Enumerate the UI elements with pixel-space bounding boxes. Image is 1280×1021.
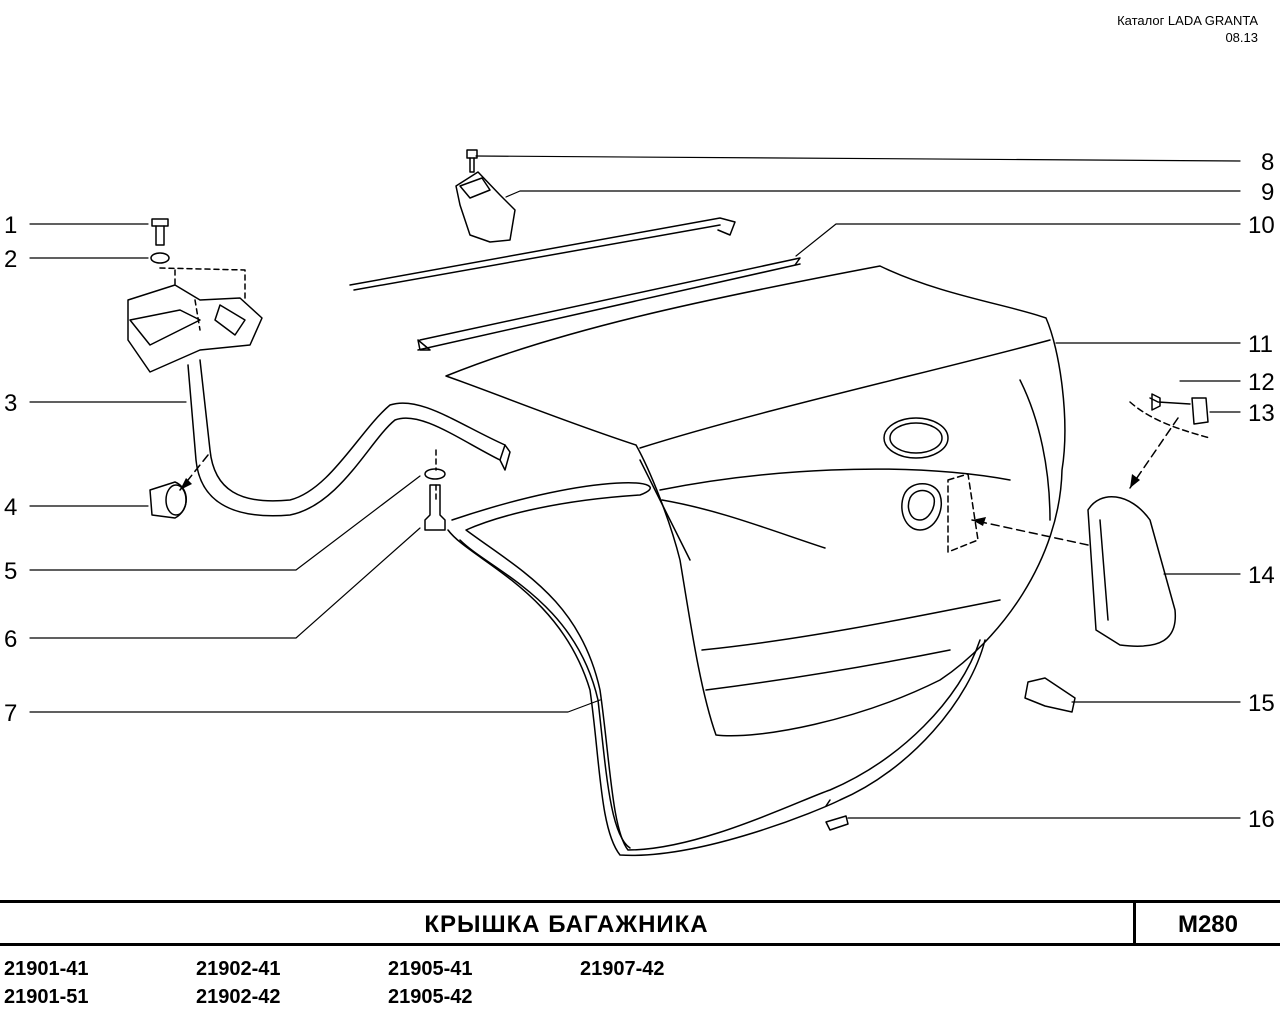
hinge-arm xyxy=(187,364,501,517)
callout-16: 16 xyxy=(1248,806,1275,833)
model-code: 21905-42 xyxy=(388,986,473,1008)
callout-11: 11 xyxy=(1248,331,1273,358)
model-code: 21907-42 xyxy=(580,958,665,980)
assembly-title: КРЫШКА БАГАЖНИКА xyxy=(424,911,709,938)
hinge-bracket xyxy=(127,284,263,373)
model-code: 21905-41 xyxy=(388,958,473,980)
callout-2: 2 xyxy=(4,246,17,273)
callout-12: 12 xyxy=(1248,369,1275,396)
title-bar: КРЫШКА БАГАЖНИКА M280 xyxy=(0,900,1280,946)
assembly-code: M280 xyxy=(1177,911,1239,938)
model-code: 21901-51 xyxy=(4,986,89,1008)
parts-diagram: 1 2 3 4 5 6 7 8 9 10 11 12 13 14 15 16 xyxy=(4,149,1275,857)
callout-8: 8 xyxy=(1261,149,1274,176)
callout-13: 13 xyxy=(1248,400,1275,427)
model-code: 21902-41 xyxy=(196,958,281,980)
callout-14: 14 xyxy=(1248,562,1275,589)
callout-15: 15 xyxy=(1248,690,1275,717)
catalog-name: Каталог LADA GRANTA xyxy=(1117,13,1258,28)
callout-9: 9 xyxy=(1261,179,1274,206)
model-code: 21902-42 xyxy=(196,986,281,1008)
callout-7: 7 xyxy=(4,700,17,727)
catalog-date: 08.13 xyxy=(1225,30,1258,45)
model-code: 21901-41 xyxy=(4,958,89,980)
model-list: 21901-41 21902-41 21905-41 21907-42 2190… xyxy=(0,958,1280,1018)
callout-1: 1 xyxy=(4,212,17,239)
title-divider xyxy=(1133,903,1136,943)
trunk-lid-outline xyxy=(445,265,1066,737)
callout-6: 6 xyxy=(4,626,17,653)
catalog-header: Каталог LADA GRANTA 08.13 xyxy=(1117,12,1258,46)
callout-3: 3 xyxy=(4,390,17,417)
callout-4: 4 xyxy=(4,494,17,521)
callout-5: 5 xyxy=(4,558,17,585)
trunk-seal xyxy=(451,482,981,851)
callout-10: 10 xyxy=(1248,212,1275,239)
